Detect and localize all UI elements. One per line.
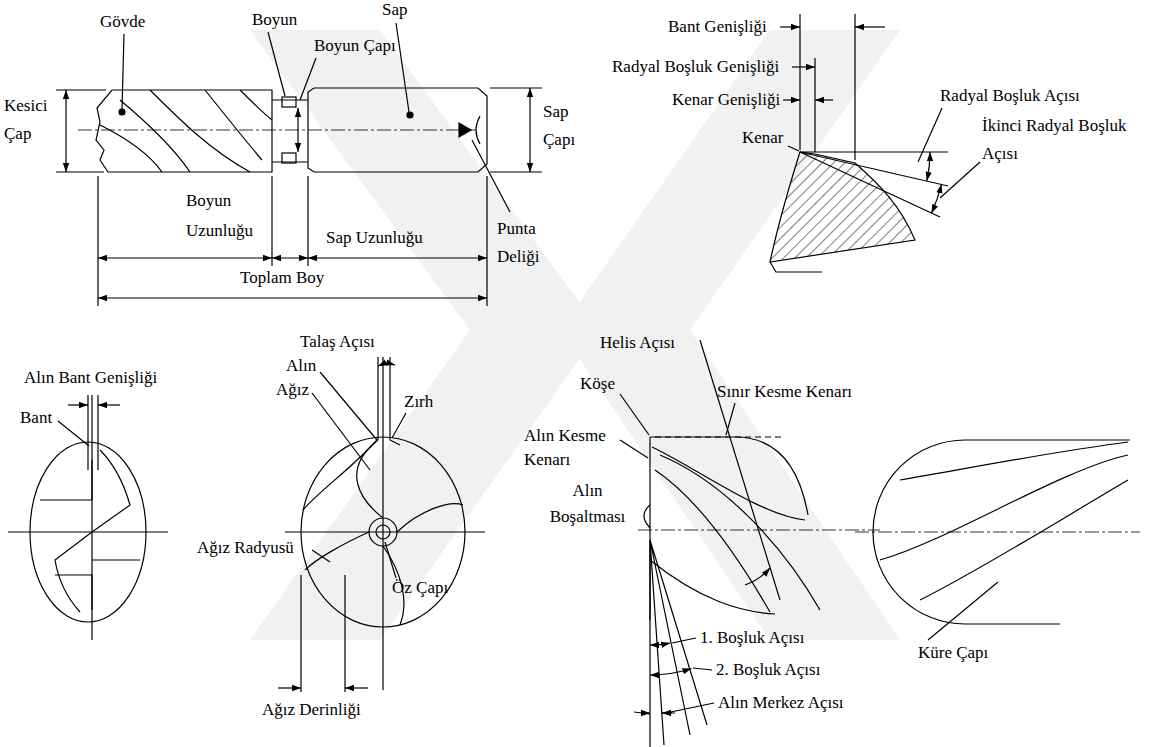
part-label: Gövde	[100, 12, 145, 32]
part-label: Bant Genişliği	[668, 17, 767, 37]
part-label: Kenar	[742, 128, 784, 148]
watermark	[250, 30, 900, 640]
part-label: Sap	[382, 0, 408, 20]
part-label: Talaş Açısı	[300, 332, 375, 352]
part-label: Alın Bant Genişliği	[24, 368, 157, 388]
part-label: Radyal Boşluk Genişliği	[612, 57, 779, 77]
part-label: Punta Deliği	[497, 215, 549, 271]
part-label: Alın	[286, 356, 316, 376]
part-label: Öz Çapı	[392, 578, 448, 598]
part-label: Boyun Çapı	[314, 36, 396, 56]
part-label: Küre Çapı	[918, 643, 988, 663]
part-label: Ağız Radyusü	[197, 538, 294, 558]
part-label: Zırh	[404, 392, 433, 412]
part-label: Alın Merkez Açısı	[718, 693, 844, 713]
part-label: Köşe	[580, 374, 615, 394]
part-label: Ağız	[276, 380, 309, 400]
part-label: Sınır Kesme Kenarı	[717, 382, 852, 402]
part-label: Toplam Boy	[240, 268, 324, 288]
part-label: Boyun	[252, 10, 297, 30]
part-label: Sap Çapı	[543, 98, 583, 154]
part-label: 2. Boşluk Açısı	[716, 660, 820, 680]
part-label: Kesici Çap	[4, 92, 54, 148]
part-label: Ağız Derinliği	[262, 700, 361, 720]
part-label: Alın Kesme Kenarı	[524, 424, 619, 472]
part-label: Radyal Boşluk Açısı	[940, 86, 1080, 106]
part-label: İkinci Radyal Boşluk Açısı	[982, 112, 1150, 168]
part-label: Sap Uzunluğu	[326, 228, 423, 248]
part-label: Helis Açısı	[600, 333, 675, 353]
part-label: Boyun Uzunluğu	[186, 186, 266, 246]
part-label: Alın Boşaltması	[545, 478, 630, 530]
part-label: 1. Boşluk Açısı	[700, 628, 804, 648]
part-label: Kenar Genişliği	[672, 90, 780, 110]
part-label: Bant	[20, 408, 52, 428]
